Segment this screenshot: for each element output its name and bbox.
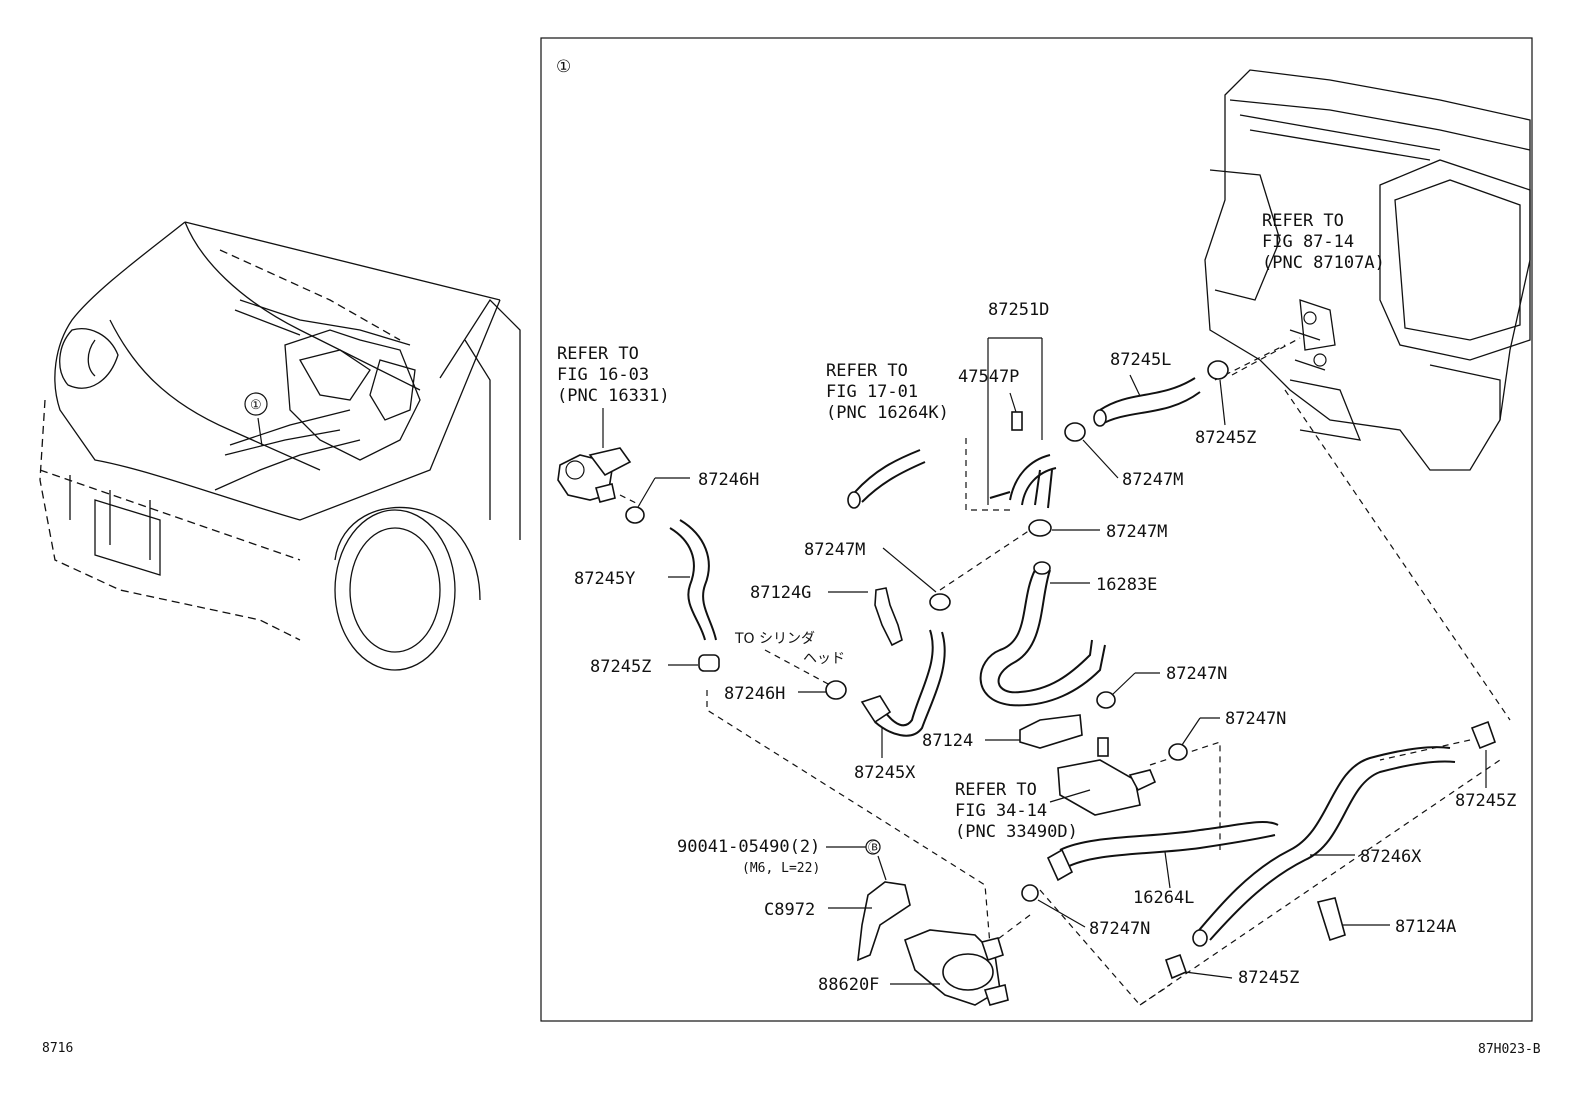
leader-lines	[602, 337, 1487, 985]
part-label-C8972: C8972	[764, 900, 815, 920]
part-label-87245Z-top: 87245Z	[1195, 428, 1256, 448]
part-label-87247M-lower: 87247M	[1106, 522, 1167, 542]
part-label-16264L: 16264L	[1133, 888, 1194, 908]
part-label-87124G: 87124G	[750, 583, 811, 603]
part-label-47547P: 47547P	[958, 367, 1019, 387]
ref-fig16-line3: (PNC 16331)	[557, 386, 670, 406]
part-label-87245Z-left: 87245Z	[590, 657, 651, 677]
ref-fig34-line2: FIG 34-14	[955, 801, 1047, 821]
ref-fig34-line1: REFER TO	[955, 780, 1037, 800]
part-label-87124: 87124	[922, 731, 973, 751]
part-label-87245Z-right: 87245Z	[1455, 791, 1516, 811]
part-label-87124A: 87124A	[1395, 917, 1456, 937]
overview-callout: ①	[250, 398, 262, 413]
bolt-size-label: (M6, L=22)	[742, 861, 820, 876]
ref-fig16: REFER TO FIG 16-03 (PNC 16331)	[557, 344, 670, 406]
frame-callout: ①	[556, 57, 571, 77]
inset-marker-icon	[865, 839, 881, 855]
ref-fig16-line1: REFER TO	[557, 344, 639, 364]
part-label-87245Z-bottom: 87245Z	[1238, 968, 1299, 988]
ref-fig87: REFER TO FIG 87-14 (PNC 87107A)	[1262, 211, 1385, 273]
ref-fig17-line1: REFER TO	[826, 361, 908, 381]
ref-fig34: REFER TO FIG 34-14 (PNC 33490D)	[955, 780, 1078, 842]
vehicle-overview: ①	[39, 221, 521, 671]
part-label-87246H-lower: 87246H	[724, 684, 785, 704]
ref-fig87-line2: FIG 87-14	[1262, 232, 1354, 252]
connection-lines	[619, 337, 1511, 1006]
note-to-cylinder-head-2: ヘッド	[803, 651, 845, 667]
hvac-unit	[1204, 69, 1531, 471]
ref-fig16-line2: FIG 16-03	[557, 365, 649, 385]
diagram-code: 87H023-B	[1478, 1042, 1541, 1057]
part-label-87245Y: 87245Y	[574, 569, 635, 589]
part-labels: 87251D 47547P 87245L 87245Z 87247M 87247…	[574, 300, 1516, 995]
part-label-87246X: 87246X	[1360, 847, 1422, 867]
diagram-frame	[540, 37, 1533, 1022]
part-label-87251D: 87251D	[988, 300, 1049, 320]
ref-fig34-line3: (PNC 33490D)	[955, 822, 1078, 842]
bolt-spec-label: 90041-05490(2)	[677, 837, 820, 857]
ref-fig17-line2: FIG 17-01	[826, 382, 918, 402]
ref-fig87-line3: (PNC 87107A)	[1262, 253, 1385, 273]
part-label-88620F: 88620F	[818, 975, 879, 995]
part-label-16283E: 16283E	[1096, 575, 1157, 595]
part-label-87246H-top: 87246H	[698, 470, 759, 490]
part-label-87247M-right: 87247M	[1122, 470, 1183, 490]
ref-fig87-line1: REFER TO	[1262, 211, 1344, 231]
part-label-87247N-top: 87247N	[1166, 664, 1227, 684]
part-label-87247M-mid: 87247M	[804, 540, 865, 560]
ref-fig17-line3: (PNC 16264K)	[826, 403, 949, 423]
parts-drawing	[557, 360, 1497, 1006]
inset-marker: Ⓑ	[868, 841, 881, 856]
part-label-87247N-right: 87247N	[1225, 709, 1286, 729]
figure-number: 8716	[42, 1041, 73, 1056]
ref-fig17: REFER TO FIG 17-01 (PNC 16264K)	[826, 361, 949, 423]
part-label-87245X: 87245X	[854, 763, 916, 783]
note-to-cylinder-head-1: TO シリンダ	[734, 631, 815, 647]
part-label-87247N-lower: 87247N	[1089, 919, 1150, 939]
part-label-87245L: 87245L	[1110, 350, 1171, 370]
